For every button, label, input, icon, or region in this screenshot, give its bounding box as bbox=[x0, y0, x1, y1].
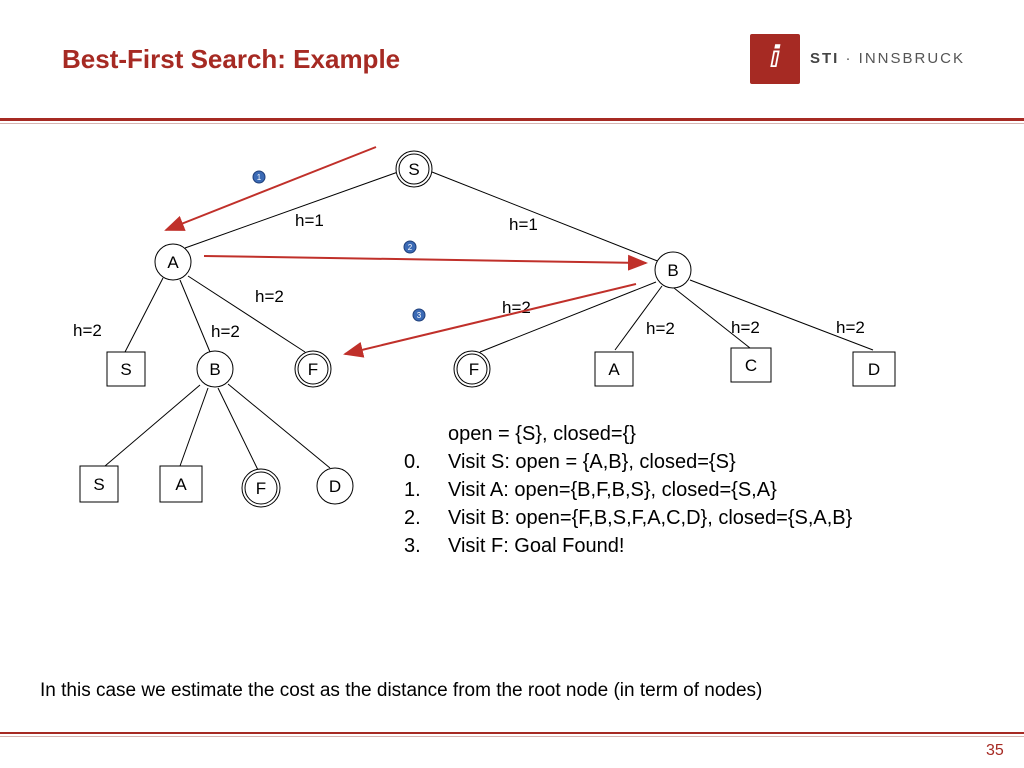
edge-b-f bbox=[479, 281, 657, 353]
node-bb-child-s-label: S bbox=[93, 475, 104, 494]
footnote-text: In this case we estimate the cost as the… bbox=[40, 680, 763, 701]
node-a-child-f-label: F bbox=[308, 360, 318, 379]
node-b-child-c: C bbox=[730, 347, 772, 383]
edge-label-a-s: h=2 bbox=[73, 321, 102, 340]
node-b-label: B bbox=[667, 261, 678, 280]
node-a-label: A bbox=[167, 253, 179, 272]
edge-label-b-f: h=2 bbox=[502, 298, 531, 317]
edge-s-a bbox=[184, 171, 399, 249]
edge-b-a bbox=[614, 285, 663, 351]
edge-label-a-f: h=2 bbox=[255, 287, 284, 306]
node-b-child-f: F bbox=[453, 350, 491, 388]
page-number: 35 bbox=[986, 742, 1004, 759]
node-bb-child-f: F bbox=[241, 468, 281, 508]
node-a-child-s: S bbox=[106, 351, 146, 387]
sti-innsbruck-logo: ⅈ STI · INNSBRUCK bbox=[750, 34, 990, 84]
node-bb-child-s: S bbox=[79, 465, 119, 503]
edge-s-b bbox=[431, 171, 661, 263]
node-b-child-f-label: F bbox=[469, 360, 479, 379]
step-item: 1. Visit A: open={B,F,B,S}, closed={S,A} bbox=[404, 476, 852, 504]
node-b-child-a-label: A bbox=[608, 360, 620, 379]
step-badge-2-label: 2 bbox=[408, 243, 413, 252]
edge-label-b-d: h=2 bbox=[836, 318, 865, 337]
node-root-s: S bbox=[395, 150, 433, 188]
node-root-s-label: S bbox=[408, 160, 419, 179]
node-b-child-a: A bbox=[594, 351, 634, 387]
node-bb-child-f-label: F bbox=[256, 479, 266, 498]
logo-wordmark: STI · INNSBRUCK bbox=[810, 50, 965, 67]
header-rule bbox=[0, 118, 1024, 121]
edge-a-b bbox=[179, 279, 211, 353]
node-a: A bbox=[154, 243, 192, 281]
step-number: 0. bbox=[404, 451, 421, 473]
traversal-arrow-3 bbox=[343, 283, 637, 358]
node-bb-child-a-label: A bbox=[175, 475, 187, 494]
step-item: 0. Visit S: open = {A,B}, closed={S} bbox=[404, 448, 852, 476]
node-b-child-d: D bbox=[852, 351, 896, 387]
header-rule-thin bbox=[0, 123, 1024, 124]
node-bb-child-d: D bbox=[316, 467, 354, 505]
step-badge-1: 1 bbox=[252, 170, 266, 184]
edge-b-d bbox=[689, 279, 874, 351]
step-number: 1. bbox=[404, 479, 421, 501]
edge-bb-s bbox=[104, 384, 201, 467]
edge-label-b-a: h=2 bbox=[646, 319, 675, 338]
logo-figure-icon: ⅈ bbox=[769, 40, 781, 75]
slide-title: Best-First Search: Example bbox=[62, 44, 401, 74]
edge-a-s bbox=[124, 277, 164, 353]
logo-box bbox=[750, 34, 800, 84]
node-a-child-f: F bbox=[294, 350, 332, 388]
step-text: Visit B: open={F,B,S,F,A,C,D}, closed={S… bbox=[448, 507, 853, 529]
traversal-arrow-1 bbox=[164, 146, 377, 231]
node-bb-child-a: A bbox=[159, 465, 203, 503]
step-number: 3. bbox=[404, 535, 421, 557]
step-badge-1-label: 1 bbox=[257, 173, 262, 182]
edge-label-b-c: h=2 bbox=[731, 318, 760, 337]
step-item: open = {S}, closed={} bbox=[404, 420, 852, 448]
edge-bb-d bbox=[227, 383, 331, 469]
edge-bb-f bbox=[217, 387, 259, 471]
step-text: Visit F: Goal Found! bbox=[448, 535, 625, 557]
step-badge-3: 3 bbox=[412, 308, 426, 322]
step-number: 2. bbox=[404, 507, 421, 529]
step-text: Visit A: open={B,F,B,S}, closed={S,A} bbox=[448, 479, 777, 501]
edge-bb-a bbox=[179, 387, 209, 467]
node-a-child-b: B bbox=[196, 350, 234, 388]
edge-label-s-a: h=1 bbox=[295, 211, 324, 230]
logo-text-bold: STI bbox=[810, 50, 840, 67]
step-text: Visit S: open = {A,B}, closed={S} bbox=[448, 451, 736, 473]
edge-label-s-b: h=1 bbox=[509, 215, 538, 234]
logo-text-rest: · INNSBRUCK bbox=[839, 50, 966, 67]
node-bb-child-d-label: D bbox=[329, 477, 341, 496]
node-b: B bbox=[654, 251, 692, 289]
edge-label-a-b: h=2 bbox=[211, 322, 240, 341]
node-b-child-c-label: C bbox=[745, 356, 757, 375]
step-badge-2: 2 bbox=[403, 240, 417, 254]
step-badge-3-label: 3 bbox=[417, 311, 422, 320]
edge-b-c bbox=[673, 287, 751, 349]
node-a-child-b-label: B bbox=[209, 360, 220, 379]
search-steps-list: open = {S}, closed={} 0. Visit S: open = … bbox=[404, 420, 852, 560]
step-text: open = {S}, closed={} bbox=[448, 423, 636, 445]
step-item: 2. Visit B: open={F,B,S,F,A,C,D}, closed=… bbox=[404, 504, 852, 532]
footer-rule bbox=[0, 732, 1024, 734]
node-b-child-d-label: D bbox=[868, 360, 880, 379]
footer-rule-thin bbox=[0, 736, 1024, 737]
node-a-child-s-label: S bbox=[120, 360, 131, 379]
step-item: 3. Visit F: Goal Found! bbox=[404, 532, 852, 560]
traversal-arrow-2 bbox=[203, 254, 648, 271]
edge-a-f bbox=[187, 275, 306, 353]
